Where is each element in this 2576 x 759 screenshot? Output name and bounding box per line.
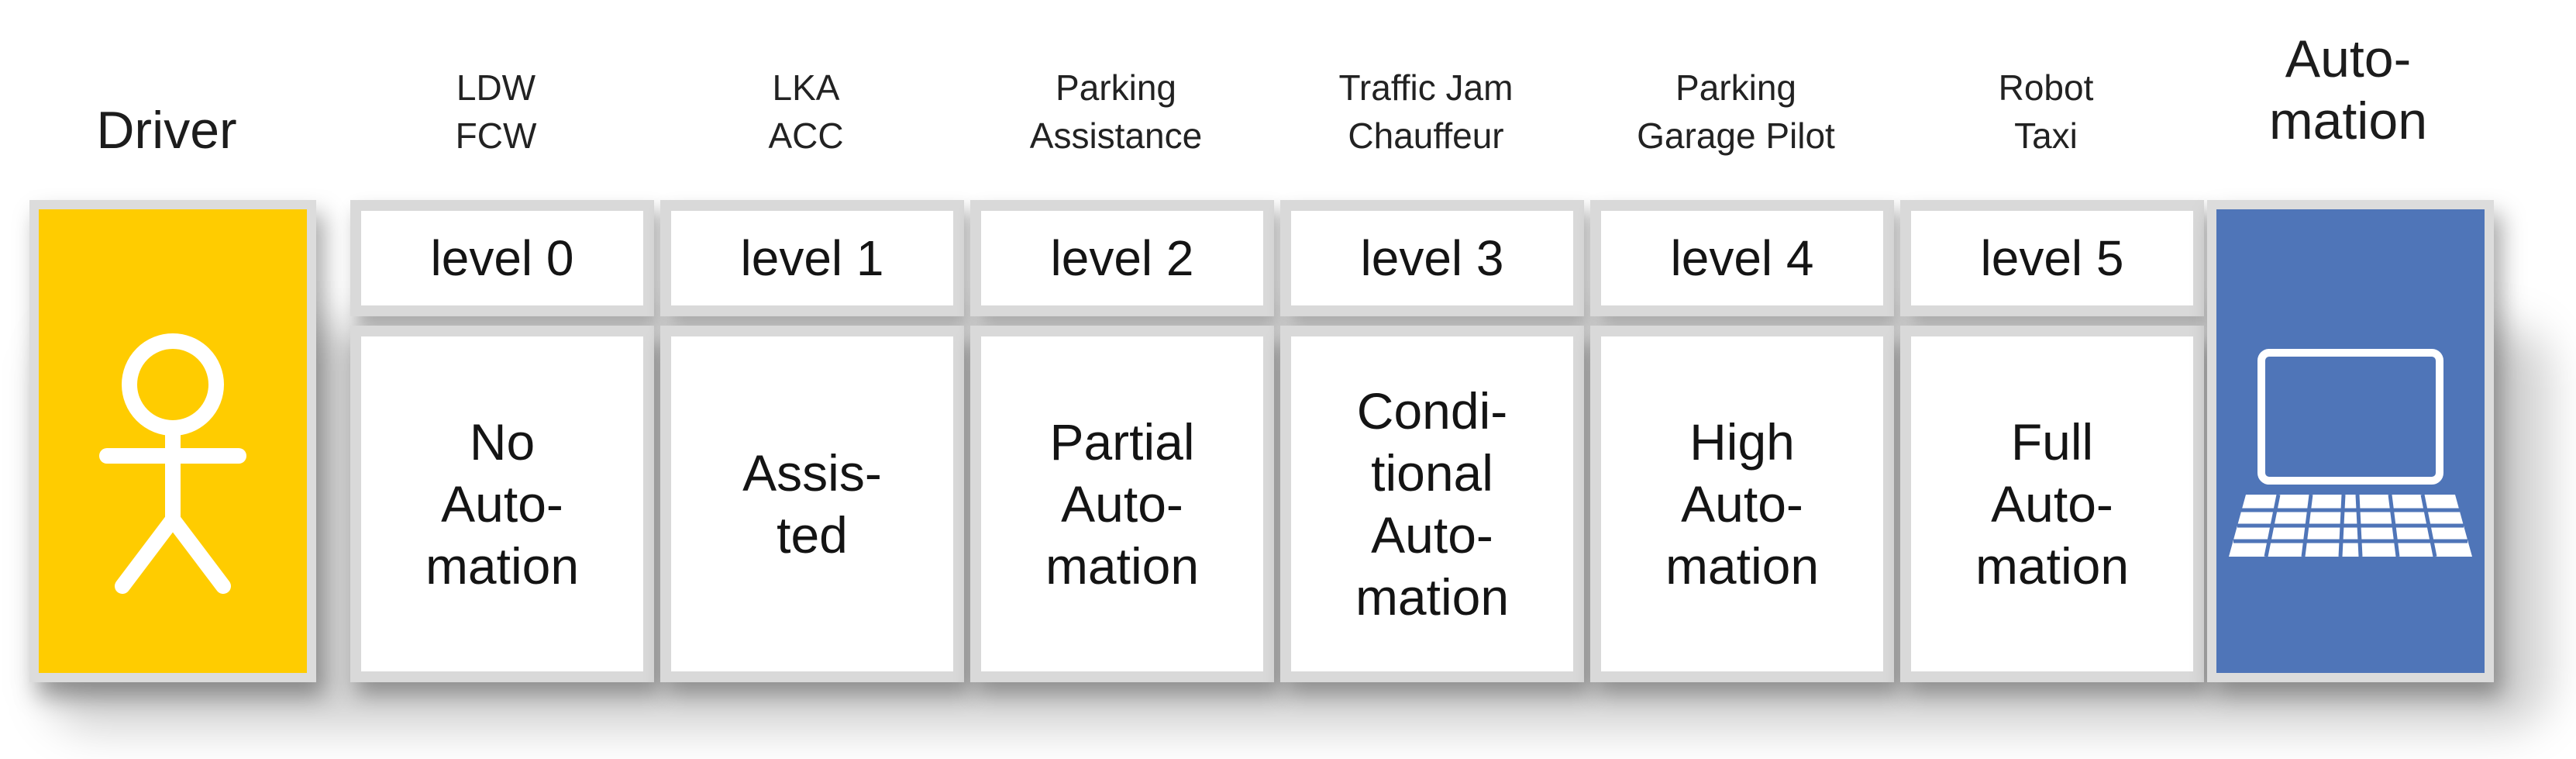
desc-line: mation <box>1355 568 1510 626</box>
level-box-2: level 2 <box>970 200 1274 316</box>
desc-line: tional <box>1371 444 1493 502</box>
example-line: Garage Pilot <box>1637 116 1835 156</box>
desc-line: Condi- <box>1356 382 1508 440</box>
automation-box <box>2207 200 2494 682</box>
level-box-4: level 4 <box>1590 200 1894 316</box>
desc-box-5: Full Auto- mation <box>1900 326 2204 682</box>
desc-box-3: Condi- tional Auto- mation <box>1280 326 1584 682</box>
example-line: Parking <box>1675 67 1796 108</box>
desc-line: mation <box>1045 537 1200 595</box>
level-box-0: level 0 <box>350 200 654 316</box>
example-line: Assistance <box>1029 116 1203 156</box>
example-line: LKA <box>772 67 840 108</box>
desc-box-4: High Auto- mation <box>1590 326 1894 682</box>
desc-line: Auto- <box>1681 475 1803 533</box>
col-label-1: LKA ACC <box>659 64 953 160</box>
desc-box-1: Assis- ted <box>660 326 964 682</box>
example-line: ACC <box>768 116 844 156</box>
desc-line: Full <box>2010 413 2094 471</box>
example-line: FCW <box>455 116 537 156</box>
example-line: LDW <box>456 67 536 108</box>
stick-figure-icon <box>99 333 246 594</box>
example-line: Traffic Jam <box>1338 67 1514 108</box>
automation-label-line: mation <box>2268 91 2428 150</box>
desc-line: High <box>1689 413 1795 471</box>
automation-label: Auto- mation <box>2201 28 2495 152</box>
col-label-4: Parking Garage Pilot <box>1589 64 1883 160</box>
desc-line: Auto- <box>1371 506 1493 564</box>
level-box-3: level 3 <box>1280 200 1584 316</box>
desc-line: ted <box>777 506 848 564</box>
desc-line: mation <box>1975 537 2130 595</box>
desc-line: mation <box>425 537 580 595</box>
level-box-5: level 5 <box>1900 200 2204 316</box>
desc-line: Assis- <box>742 444 882 502</box>
desc-box-2: Partial Auto- mation <box>970 326 1274 682</box>
level-box-1: level 1 <box>660 200 964 316</box>
example-line: Taxi <box>2014 116 2078 156</box>
col-label-3: Traffic Jam Chauffeur <box>1279 64 1573 160</box>
col-label-5: Robot Taxi <box>1899 64 2193 160</box>
example-line: Parking <box>1056 67 1176 108</box>
driver-label: Driver <box>96 101 237 160</box>
desc-line: Auto- <box>1991 475 2113 533</box>
example-line: Robot <box>1998 67 2094 108</box>
example-line: Chauffeur <box>1348 116 1504 156</box>
col-label-2: Parking Assistance <box>969 64 1263 160</box>
desc-line: mation <box>1665 537 1820 595</box>
desc-line: Partial <box>1049 413 1195 471</box>
desc-line: No <box>469 413 536 471</box>
col-label-0: LDW FCW <box>349 64 643 160</box>
driver-box <box>29 200 316 682</box>
desc-line: Auto- <box>1061 475 1183 533</box>
desc-box-0: No Auto- mation <box>350 326 654 682</box>
automation-label-line: Auto- <box>2285 29 2412 88</box>
laptop-icon <box>2229 349 2472 557</box>
desc-line: Auto- <box>441 475 563 533</box>
